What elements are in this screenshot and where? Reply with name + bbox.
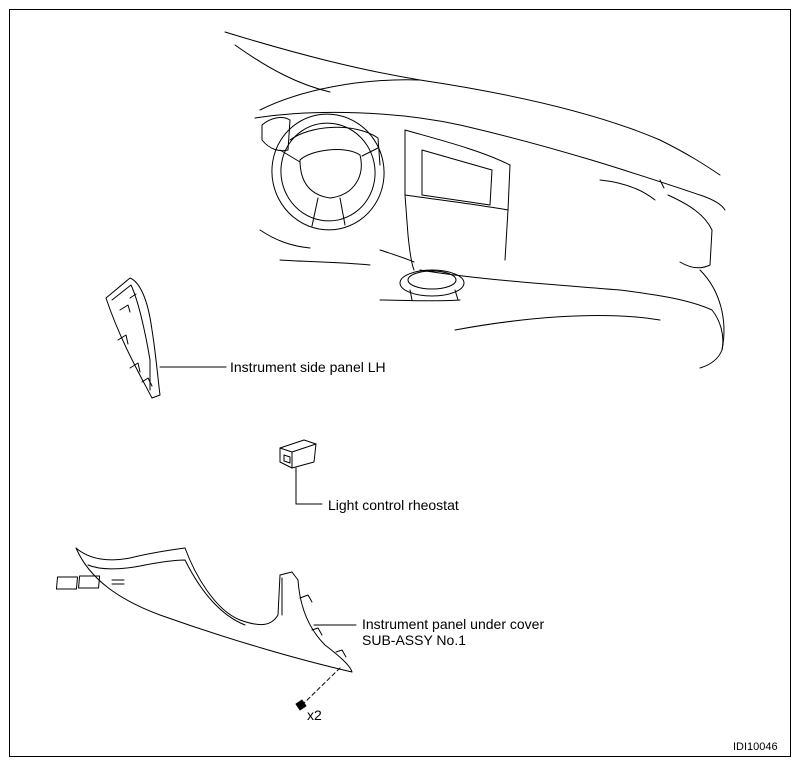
label-instrument-side-panel: Instrument side panel LH <box>230 359 386 375</box>
instrument-panel-under-cover-illustration <box>55 547 357 711</box>
dashboard-illustration <box>224 31 726 369</box>
figure-id: IDI10046 <box>733 741 778 753</box>
label-under-cover-line2: SUB-ASSY No.1 <box>362 632 467 648</box>
label-light-control-rheostat: Light control rheostat <box>328 497 459 513</box>
label-screw-quantity: x2 <box>307 707 322 723</box>
diagram-frame <box>9 9 791 757</box>
instrument-side-panel-illustration <box>105 277 227 399</box>
label-under-cover-line1: Instrument panel under cover <box>362 616 545 632</box>
light-control-rheostat-illustration <box>279 439 323 505</box>
